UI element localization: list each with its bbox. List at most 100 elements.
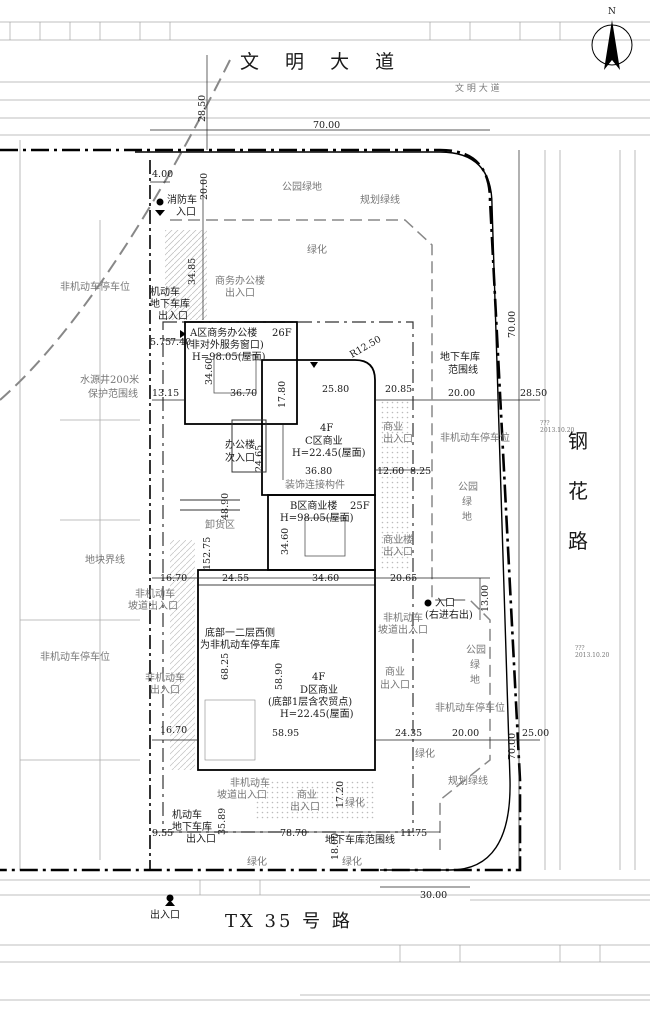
building-d-height: H=22.45(屋面) — [280, 708, 354, 720]
label-vehicle-bottom-2: 地下车库 — [172, 820, 212, 833]
building-d-name: D区商业 — [300, 683, 338, 696]
dim-18-00: 18.00 — [330, 833, 341, 860]
dim-70-00-top: 70.00 — [313, 120, 340, 131]
label-bike-ramp-right-1: 非机动车 — [383, 611, 423, 624]
dim-78-70: 78.70 — [280, 828, 307, 839]
label-bike-ramp-bottom-2: 坡道出入口 — [217, 788, 267, 801]
label-office-entrance-2: 出入口 — [225, 286, 255, 299]
dim-4-00: 4.00 — [152, 169, 173, 180]
label-unloading: 卸货区 — [205, 518, 235, 531]
label-vehicle-bottom-1: 机动车 — [172, 808, 202, 821]
label-plan-green-bottom: 规划绿线 — [448, 774, 488, 787]
dim-20-00-mid: 20.00 — [448, 388, 475, 399]
label-vehicle-bottom-3: 出入口 — [186, 832, 216, 845]
label-basement-2: 范围线 — [448, 363, 478, 376]
dim-36-70: 36.70 — [230, 388, 257, 399]
building-d-floors: 4F — [312, 672, 325, 683]
dimension-lines — [150, 55, 540, 888]
dim-34-60-a: 34.60 — [204, 358, 215, 385]
label-basement-1: 地下车库 — [440, 350, 480, 363]
dim-35-89: 35.89 — [217, 808, 228, 835]
label-office-entrance-1: 商务办公楼 — [215, 274, 265, 287]
dot-area-bottom — [255, 780, 375, 820]
building-a — [184, 321, 298, 425]
label-park-right2-3: 地 — [470, 673, 480, 686]
label-bike-entrance-left-2: 出入口 — [150, 683, 180, 696]
compass-icon — [591, 20, 633, 70]
road-south: TX 35 号 路 — [225, 911, 353, 932]
label-commerce-b-2: 出入口 — [383, 545, 413, 558]
dim-34-60-c: 34.60 — [312, 573, 339, 584]
label-commerce-d-2: 出入口 — [380, 678, 410, 691]
label-land-boundary: 地块界线 — [85, 553, 125, 566]
dot-area-right — [380, 400, 410, 570]
dim-17-20: 17.20 — [335, 781, 346, 808]
label-commerce-bottom-1: 商业 — [297, 788, 317, 801]
dim-12-60: 12.60 — [377, 466, 404, 477]
dim-58-90: 58.90 — [274, 663, 285, 690]
dim-17-80: 17.80 — [277, 381, 288, 408]
dim-28-50-right: 28.50 — [520, 388, 547, 399]
building-b-height: H=98.05(屋面) — [280, 512, 354, 524]
label-commerce-bottom-2: 出入口 — [290, 800, 320, 813]
dim-28-50-top: 28.50 — [197, 95, 208, 122]
label-exit-entrance: 出入口 — [150, 908, 180, 921]
dim-13-00: 13.00 — [480, 585, 491, 612]
label-commerce-d-1: 商业 — [385, 665, 405, 678]
building-d-note: (底部1层含农贸点) — [268, 695, 352, 708]
label-water-well-1: 水源井200米 — [80, 373, 139, 386]
label-park-right-3: 地 — [462, 510, 472, 523]
building-c — [261, 359, 376, 496]
building-c-floors: 4F — [320, 423, 333, 434]
dim-58-95: 58.95 — [272, 728, 299, 739]
label-vehicle-garage-2: 地下车库 — [150, 297, 190, 310]
ref-3: ??? — [575, 645, 585, 652]
label-office-sub-1: 办公楼 — [225, 438, 255, 451]
label-commerce-b-1: 商业楼 — [383, 533, 413, 546]
ref-4: 2013.10.20 — [575, 652, 610, 659]
label-plan-green-top: 规划绿线 — [360, 193, 400, 206]
building-b-floors: 25F — [350, 501, 370, 512]
dim-8-25: 8.25 — [410, 466, 431, 477]
dim-48-90: 48.90 — [220, 493, 231, 520]
building-a-note: (非对外服务窗口) — [186, 338, 264, 351]
dim-13-15: 13.15 — [152, 388, 179, 399]
dim-30-00: 30.00 — [420, 890, 447, 901]
road-east-2: 花 — [568, 479, 588, 503]
label-bike-ramp-right-2: 坡道出入口 — [378, 623, 428, 636]
ref-2: 2013.10.20 — [540, 427, 575, 434]
dim-9-55: 9.55 — [152, 828, 173, 839]
label-right-in-2: (右进右出) — [425, 608, 473, 621]
building-a-height: H=98.05(屋面) — [192, 351, 266, 363]
dim-20-00-left: 20.00 — [199, 173, 210, 200]
label-greenery-bottom-1: 绿化 — [247, 855, 267, 868]
label-park-right-1: 公园 — [458, 481, 478, 493]
label-commerce-c-1: 商业 — [383, 420, 403, 433]
dim-r12-50: R12.50 — [348, 334, 383, 361]
label-greenery-bottom-right: 绿化 — [345, 796, 365, 809]
label-park-right2-1: 公园 — [466, 644, 486, 656]
dim-34-60-b: 34.60 — [280, 528, 291, 555]
dim-36-80: 36.80 — [305, 466, 332, 477]
label-park-right-2: 绿 — [462, 495, 472, 508]
dim-34-85: 34.85 — [187, 258, 198, 285]
label-vehicle-garage-1: 机动车 — [150, 285, 180, 298]
dim-25-00: 25.00 — [522, 728, 549, 739]
dim-7-40: 7.40 — [170, 337, 191, 348]
water-well-protection-arc — [0, 59, 231, 401]
dim-68-25: 68.25 — [220, 653, 231, 680]
dim-16-70-top: 16.70 — [160, 573, 187, 584]
site-curb — [135, 151, 511, 871]
label-commerce-c-2: 出入口 — [383, 432, 413, 445]
label-bike-ramp-left-2: 坡道出入口 — [128, 599, 178, 612]
context-lines — [0, 21, 650, 1001]
building-b-name: B区商业楼 — [290, 499, 337, 512]
entrance-markers — [155, 198, 432, 906]
hatch-area-left — [165, 230, 207, 320]
dim-24-35: 24.35 — [395, 728, 422, 739]
dim-16-70-bottom: 16.70 — [160, 725, 187, 736]
label-greenery-top: 绿化 — [307, 243, 327, 256]
building-a-floors: 26F — [272, 328, 292, 339]
label-park-green-top: 公园绿地 — [282, 180, 322, 193]
